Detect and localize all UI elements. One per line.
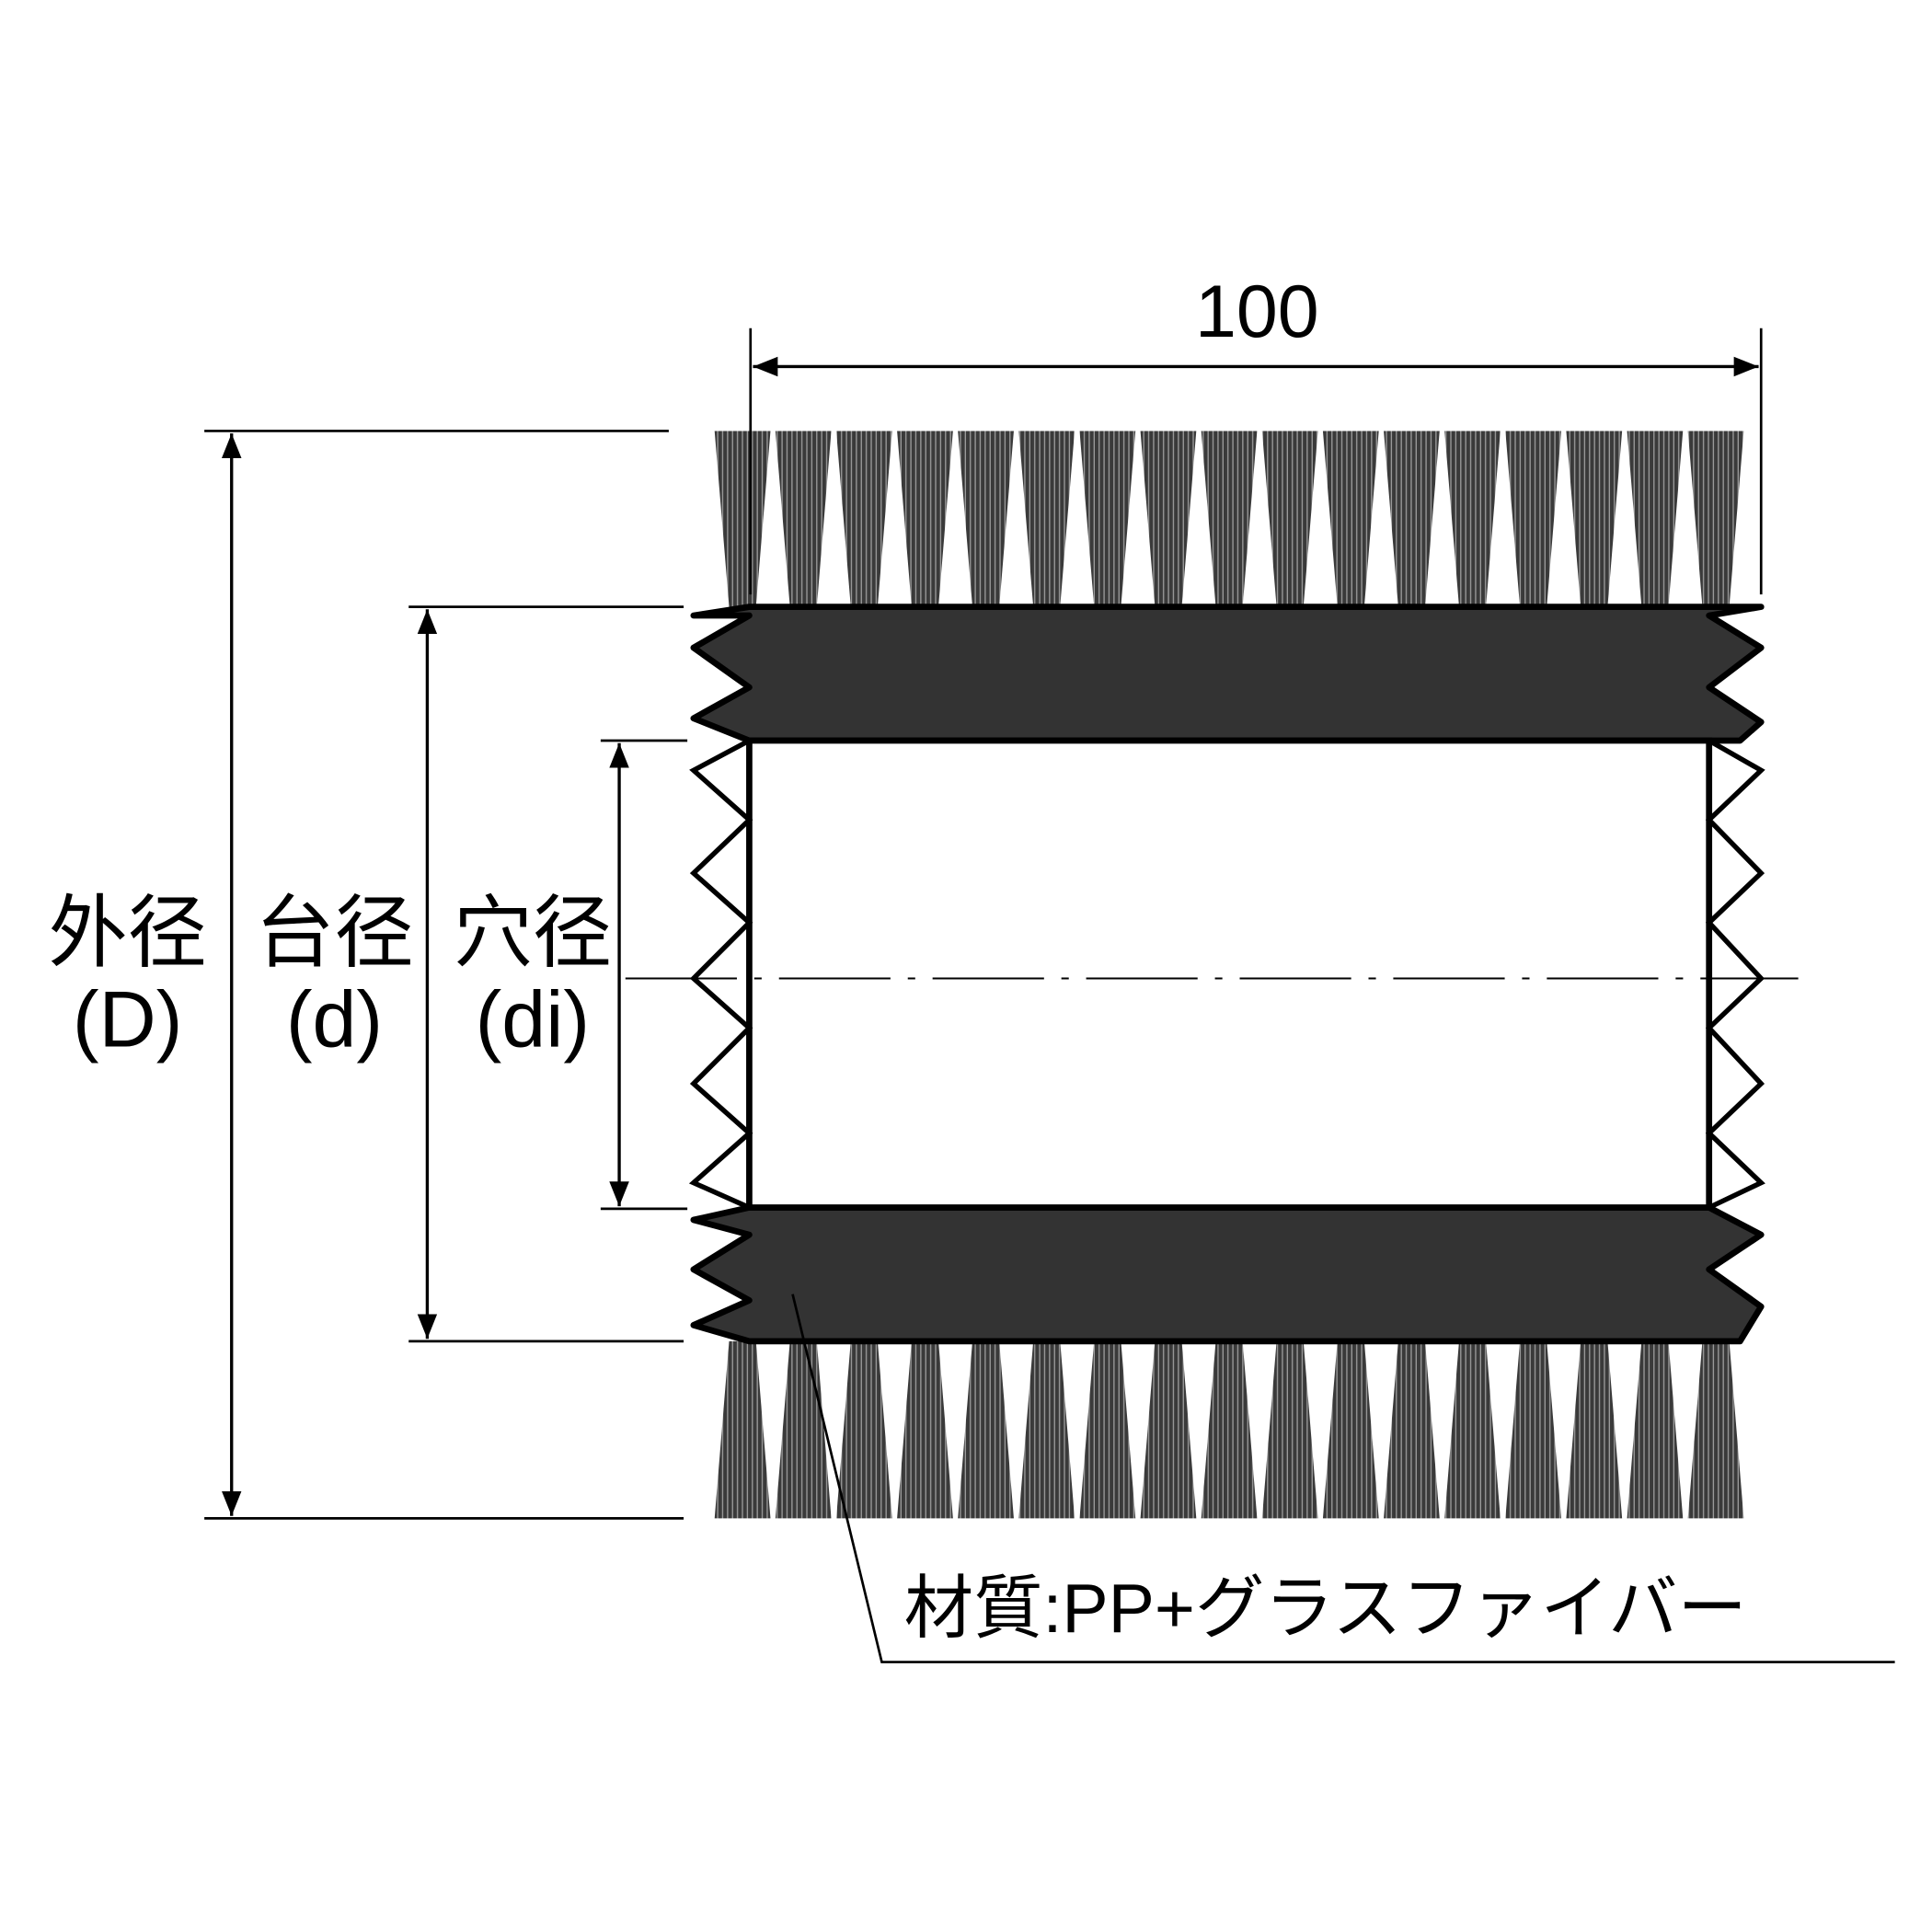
bristle-tuft [1322, 1340, 1379, 1519]
bristle-tuft [1018, 431, 1075, 607]
zigzag-right [1705, 738, 1765, 1210]
bristle-tuft [1140, 1340, 1197, 1519]
bristle-tuft [1627, 1340, 1684, 1519]
bristle-tuft [1079, 431, 1136, 607]
bristle-tuft [958, 1340, 1014, 1519]
bristle-tuft [1444, 431, 1501, 607]
bristle-tuft [1201, 1340, 1258, 1519]
bristle-tuft [1384, 1340, 1440, 1519]
bristle-tuft [1384, 431, 1440, 607]
bristle-tuft [714, 1340, 771, 1519]
outer-diameter-symbol: (D) [73, 976, 183, 1064]
bristle-tuft [1140, 431, 1197, 607]
bristle-tuft [1261, 1340, 1318, 1519]
outer-diameter-label: 外径 [49, 889, 207, 977]
bristle-tuft [897, 431, 953, 607]
hub-top [690, 604, 1765, 744]
bristle-tuft [775, 1340, 832, 1519]
bristle-row-top [714, 431, 1744, 607]
bristle-tuft [1627, 431, 1684, 607]
base-diameter-label: 台径 [255, 889, 413, 977]
bristle-tuft [1566, 1340, 1623, 1519]
bristle-tuft [714, 431, 771, 607]
hub-bottom [690, 1204, 1765, 1345]
bristle-tuft [1505, 431, 1562, 607]
bristle-tuft [775, 431, 832, 607]
bristle-tuft [897, 1340, 953, 1519]
material-leader-line [791, 1294, 1895, 1663]
bristle-tuft [1566, 431, 1623, 607]
bristle-tuft [835, 1340, 892, 1519]
zigzag-left [688, 738, 753, 1210]
hole-diameter-label: 穴径 [454, 889, 612, 977]
material-label: 材質:PP+グラスファイバー [904, 1570, 1747, 1647]
bristle-tuft [1079, 1340, 1136, 1519]
bristle-tuft [1322, 431, 1379, 607]
bristle-row-bottom [714, 1340, 1744, 1519]
hole-diameter-symbol: (di) [476, 976, 590, 1064]
bristle-tuft [835, 431, 892, 607]
width-dimension-value: 100 [1195, 270, 1319, 353]
bore [746, 737, 1713, 1211]
bristle-tuft [1444, 1340, 1501, 1519]
bristle-tuft [958, 431, 1014, 607]
bristle-tuft [1687, 1340, 1744, 1519]
bristle-tuft [1018, 1340, 1075, 1519]
bristle-tuft [1261, 431, 1318, 607]
bristle-tuft [1505, 1340, 1562, 1519]
bristle-tuft [1201, 431, 1258, 607]
base-diameter-symbol: (d) [286, 976, 383, 1064]
bristle-tuft [1687, 431, 1744, 607]
